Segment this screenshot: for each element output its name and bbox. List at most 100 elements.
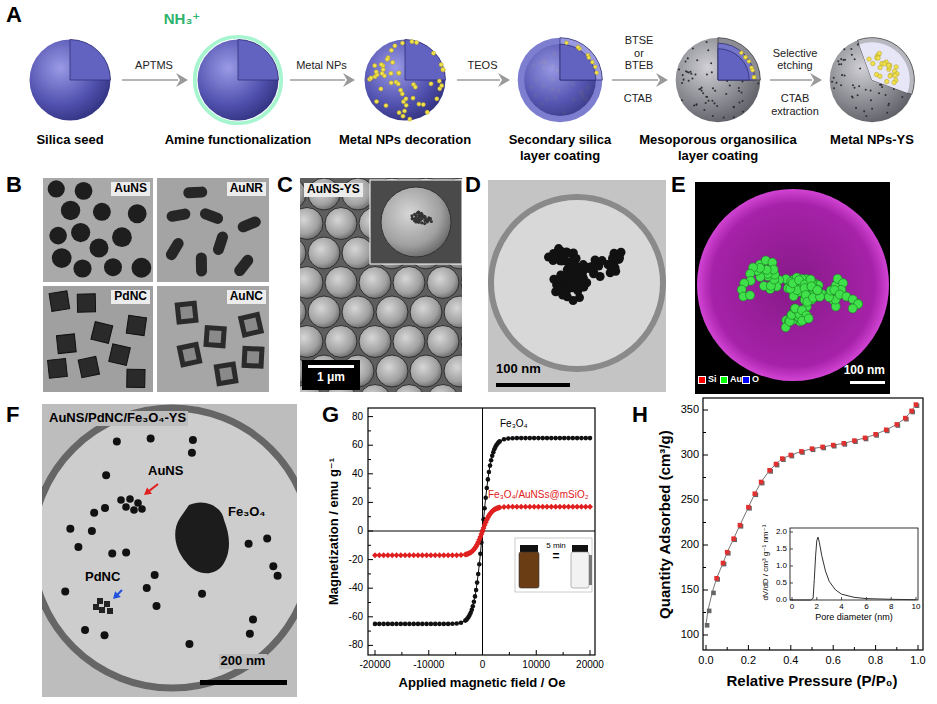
figure-art <box>738 87 740 89</box>
figure-art <box>833 77 835 79</box>
figure-art <box>695 104 697 106</box>
legend-text: Si <box>708 375 717 385</box>
figure-art <box>878 65 882 69</box>
figure-art <box>877 51 881 55</box>
step-label: Secondary silica layer coating <box>493 132 628 163</box>
sem-sphere <box>461 385 462 393</box>
tick-mark <box>790 532 793 533</box>
figure-art <box>399 88 403 92</box>
step-label: Metal NPs-YS <box>815 132 930 148</box>
tick-mark <box>375 650 376 655</box>
figure-art <box>425 110 429 114</box>
figure-art <box>888 74 892 78</box>
tick-mark <box>368 588 373 589</box>
desorption-marker <box>820 445 825 450</box>
tick-label: 20 <box>352 496 363 508</box>
tick-mark <box>703 545 708 546</box>
gold-nanosphere <box>101 504 109 512</box>
sem-sphere <box>376 355 408 387</box>
sem-inset-sphere <box>381 187 451 257</box>
figure-art <box>706 41 708 43</box>
scale-bar-box <box>302 360 360 390</box>
nanosphere <box>73 259 91 277</box>
nanosphere <box>48 180 65 197</box>
data-marker <box>476 572 481 577</box>
nanosphere <box>71 223 90 242</box>
figure-art <box>870 99 872 101</box>
figure-art <box>683 79 685 81</box>
tick-mark <box>368 459 371 460</box>
figure-art <box>858 38 915 95</box>
nanosphere <box>93 203 111 221</box>
desorption-marker <box>799 449 804 454</box>
figure-art <box>843 48 845 50</box>
figure-art <box>379 87 383 91</box>
figure-art <box>689 71 691 73</box>
tick-label: 100 <box>681 628 699 641</box>
tick-mark <box>896 647 897 650</box>
gold-nanosphere <box>122 549 130 557</box>
tick-mark <box>428 650 429 655</box>
sem-sphere <box>376 296 408 328</box>
figure-art <box>590 60 594 64</box>
tick-mark <box>875 645 876 650</box>
figure-art <box>879 84 881 86</box>
scale-bar <box>496 383 570 387</box>
figure-art <box>696 103 698 105</box>
gold-nanosphere <box>185 640 193 648</box>
magnetization-curve <box>375 438 590 624</box>
pd-nanocube <box>93 604 99 610</box>
figure-art <box>365 40 446 121</box>
figure-art <box>854 58 856 60</box>
desorption-marker <box>873 432 878 437</box>
figure-art <box>742 100 744 102</box>
nanocube <box>109 344 131 366</box>
figure-art <box>437 79 441 83</box>
magnetization-curve <box>375 507 590 556</box>
figure-art <box>744 55 748 59</box>
figure-art <box>757 82 759 84</box>
tick-mark <box>703 432 706 433</box>
nanocube <box>49 291 70 312</box>
data-marker <box>373 622 378 627</box>
sem-sphere <box>300 326 323 358</box>
figure-art <box>435 97 439 101</box>
tick-label: 20000 <box>576 659 604 671</box>
reagent-label: Metal NPs <box>296 59 347 72</box>
core-particle <box>411 217 414 220</box>
eds-image <box>695 182 890 394</box>
data-marker <box>488 463 493 468</box>
figure-art <box>707 49 709 51</box>
desorption-marker <box>842 441 847 446</box>
figure-art <box>716 105 718 107</box>
gold-nanosphere <box>269 562 277 570</box>
nanocube <box>56 334 76 354</box>
figure-art <box>733 106 735 108</box>
arrow-shaft <box>290 79 345 81</box>
figure-art <box>840 58 842 60</box>
curves <box>705 402 920 627</box>
tick-mark <box>368 602 371 603</box>
reagent-label: BTSE or BTEB <box>622 34 656 72</box>
tick-label: 0.8 <box>868 654 883 667</box>
figure-art <box>741 91 743 93</box>
tick-mark <box>790 583 793 584</box>
nanocube <box>77 294 95 312</box>
panel-letter: B <box>6 172 22 197</box>
figure-art <box>863 110 865 112</box>
figure-art <box>682 74 684 76</box>
data-marker <box>587 504 593 510</box>
figure-art <box>751 68 755 72</box>
process-arrow <box>457 73 510 87</box>
inset-curve <box>790 532 916 600</box>
scale-bar <box>850 381 885 384</box>
figure-art <box>867 57 871 61</box>
data-marker <box>433 622 438 627</box>
nanosphere <box>104 258 122 276</box>
figure-art <box>595 71 599 75</box>
figure-art <box>691 78 693 80</box>
desorption-marker <box>914 402 919 407</box>
gold-signal <box>804 314 813 323</box>
figure-art <box>405 40 445 80</box>
axis-title: Magnetization / emu g⁻¹ <box>327 458 342 605</box>
